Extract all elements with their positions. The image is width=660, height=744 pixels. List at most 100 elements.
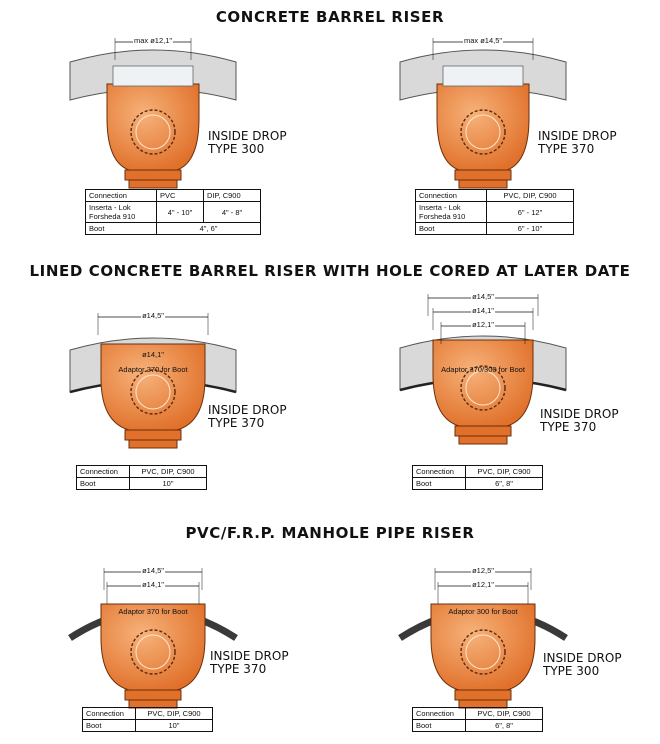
table-cell: 10" <box>129 477 207 490</box>
inside-drop-label: INSIDE DROP TYPE 300 <box>208 130 287 156</box>
dimension-label: max ø14,5" <box>462 36 504 45</box>
pipe-circle-inner <box>135 374 171 410</box>
dimension-label: ø14,1" <box>471 306 495 315</box>
riser-spigot <box>458 179 508 189</box>
table-cell: 10" <box>135 719 213 732</box>
table-cell: 4" - 8" <box>203 201 261 223</box>
table-header-cell: PVC, DIP, C900 <box>465 707 543 720</box>
connection-table: Connection PVC, DIP, C900 Boot 6", 8" <box>412 465 543 490</box>
inside-drop-label: INSIDE DROP TYPE 370 <box>540 408 619 434</box>
riser-figure <box>69 313 237 449</box>
adaptor-label: Adaptor 300 for Boot <box>448 607 518 616</box>
drop-line-2: TYPE 370 <box>208 416 265 430</box>
inside-drop-label: INSIDE DROP TYPE 370 <box>538 130 617 156</box>
connection-table: Connection PVC, DIP, C900 Boot 10" <box>82 707 213 732</box>
riser-spigot <box>128 179 178 189</box>
inside-drop-label: INSIDE DROP TYPE 370 <box>208 404 287 430</box>
table-row-label: Boot <box>85 222 157 235</box>
panel-concrete-300: max ø12,1" INSIDE DROP TYPE 300 Connecti… <box>68 32 308 247</box>
pipe-circle-inner <box>465 370 501 406</box>
table-cell: 6" - 10" <box>486 222 574 235</box>
table-cell: 6" - 12" <box>486 201 574 223</box>
riser-spigot <box>128 439 178 449</box>
connection-table: Connection PVC, DIP, C900 Boot 6", 8" <box>412 707 543 732</box>
drop-line-1: INSIDE DROP <box>538 129 617 143</box>
riser-figure <box>399 294 567 445</box>
drop-line-1: INSIDE DROP <box>208 129 287 143</box>
table-row-label: Boot <box>82 719 136 732</box>
dimension-label: ø12,1" <box>471 580 495 589</box>
panel-pipe-370: ø14,5" ø14,1" Adaptor 370 for Boot INSID… <box>68 562 308 740</box>
table-header-cell: PVC, DIP, C900 <box>135 707 213 720</box>
riser-neck <box>454 689 512 701</box>
riser-neck <box>124 169 182 181</box>
drop-line-2: TYPE 370 <box>540 420 597 434</box>
panel-lined-370-300: ø14,5" ø14,1" ø12,1" Adaptor 370/300 for… <box>398 288 638 498</box>
riser-body <box>436 83 530 171</box>
drop-line-2: TYPE 300 <box>208 142 265 156</box>
table-cell: 4", 6" <box>156 222 261 235</box>
table-header-cell: DIP, C900 <box>203 189 261 202</box>
riser-neck <box>454 169 512 181</box>
riser-opening <box>112 65 194 87</box>
table-header-cell: Connection <box>412 465 466 478</box>
table-header-cell: Connection <box>82 707 136 720</box>
riser-body <box>106 83 200 171</box>
riser-body <box>100 603 206 691</box>
dimension-label: ø12,1" <box>471 320 495 329</box>
drop-line-1: INSIDE DROP <box>208 403 287 417</box>
table-header-cell: PVC <box>156 189 204 202</box>
dimension-label: ø14,5" <box>141 311 165 320</box>
table-header-cell: Connection <box>415 189 487 202</box>
dimension-label: max ø12,1" <box>132 36 174 45</box>
table-header-cell: Connection <box>412 707 466 720</box>
riser-neck <box>124 429 182 441</box>
dimension-label: ø14,1" <box>142 350 164 359</box>
riser-neck <box>124 689 182 701</box>
table-row-label: Boot <box>76 477 130 490</box>
connection-table: Connection PVC, DIP, C900 Inserta - Lok … <box>415 189 574 235</box>
drop-line-1: INSIDE DROP <box>543 651 622 665</box>
heading-concrete-barrel-riser: CONCRETE BARREL RISER <box>215 8 445 26</box>
riser-figure <box>69 38 237 189</box>
pipe-circle-inner <box>465 114 501 150</box>
riser-neck <box>454 425 512 437</box>
pipe-circle <box>460 109 506 155</box>
pipe-circle-inner <box>135 114 171 150</box>
riser-opening <box>442 65 524 87</box>
panel-concrete-370: max ø14,5" INSIDE DROP TYPE 370 Connecti… <box>398 32 638 247</box>
dimension-label: ø14,5" <box>141 566 165 575</box>
riser-figure <box>399 38 567 189</box>
table-row-label: Boot <box>412 719 466 732</box>
heading-pvc-frp-manhole-pipe-riser: PVC/F.R.P. MANHOLE PIPE RISER <box>185 524 475 542</box>
pipe-circle <box>460 629 506 675</box>
table-header-cell: PVC, DIP, C900 <box>129 465 207 478</box>
panel-lined-370: ø14,5" ø14,1" Adaptor 370 for Boot INSID… <box>68 298 308 498</box>
pipe-circle-inner <box>135 634 171 670</box>
table-header-cell: PVC, DIP, C900 <box>486 189 574 202</box>
inside-drop-label: INSIDE DROP TYPE 300 <box>543 652 622 678</box>
table-row-label: Boot <box>412 477 466 490</box>
riser-body <box>432 339 534 427</box>
riser-figure <box>68 568 238 709</box>
pipe-circle <box>460 365 506 411</box>
dimension-label: ø14,1" <box>141 580 165 589</box>
connection-table: Connection PVC DIP, C900 Inserta - Lok F… <box>85 189 261 235</box>
drop-line-1: INSIDE DROP <box>210 649 289 663</box>
table-header-cell: Connection <box>85 189 157 202</box>
pipe-circle <box>130 369 176 415</box>
table-cell: 6", 8" <box>465 719 543 732</box>
drop-line-2: TYPE 370 <box>538 142 595 156</box>
pipe-circle <box>130 629 176 675</box>
drop-line-2: TYPE 300 <box>543 664 600 678</box>
riser-spigot <box>458 435 508 445</box>
connection-table: Connection PVC, DIP, C900 Boot 10" <box>76 465 207 490</box>
table-cell: 4" - 10" <box>156 201 204 223</box>
table-row-label: Inserta - Lok Forsheda 910 <box>415 201 487 223</box>
pipe-circle-inner <box>465 634 501 670</box>
dimension-label: ø14,5" <box>471 292 495 301</box>
heading-lined-concrete-barrel-riser: LINED CONCRETE BARREL RISER WITH HOLE CO… <box>29 262 631 280</box>
riser-body <box>430 603 536 691</box>
dimension-label: ø12,5" <box>471 566 495 575</box>
